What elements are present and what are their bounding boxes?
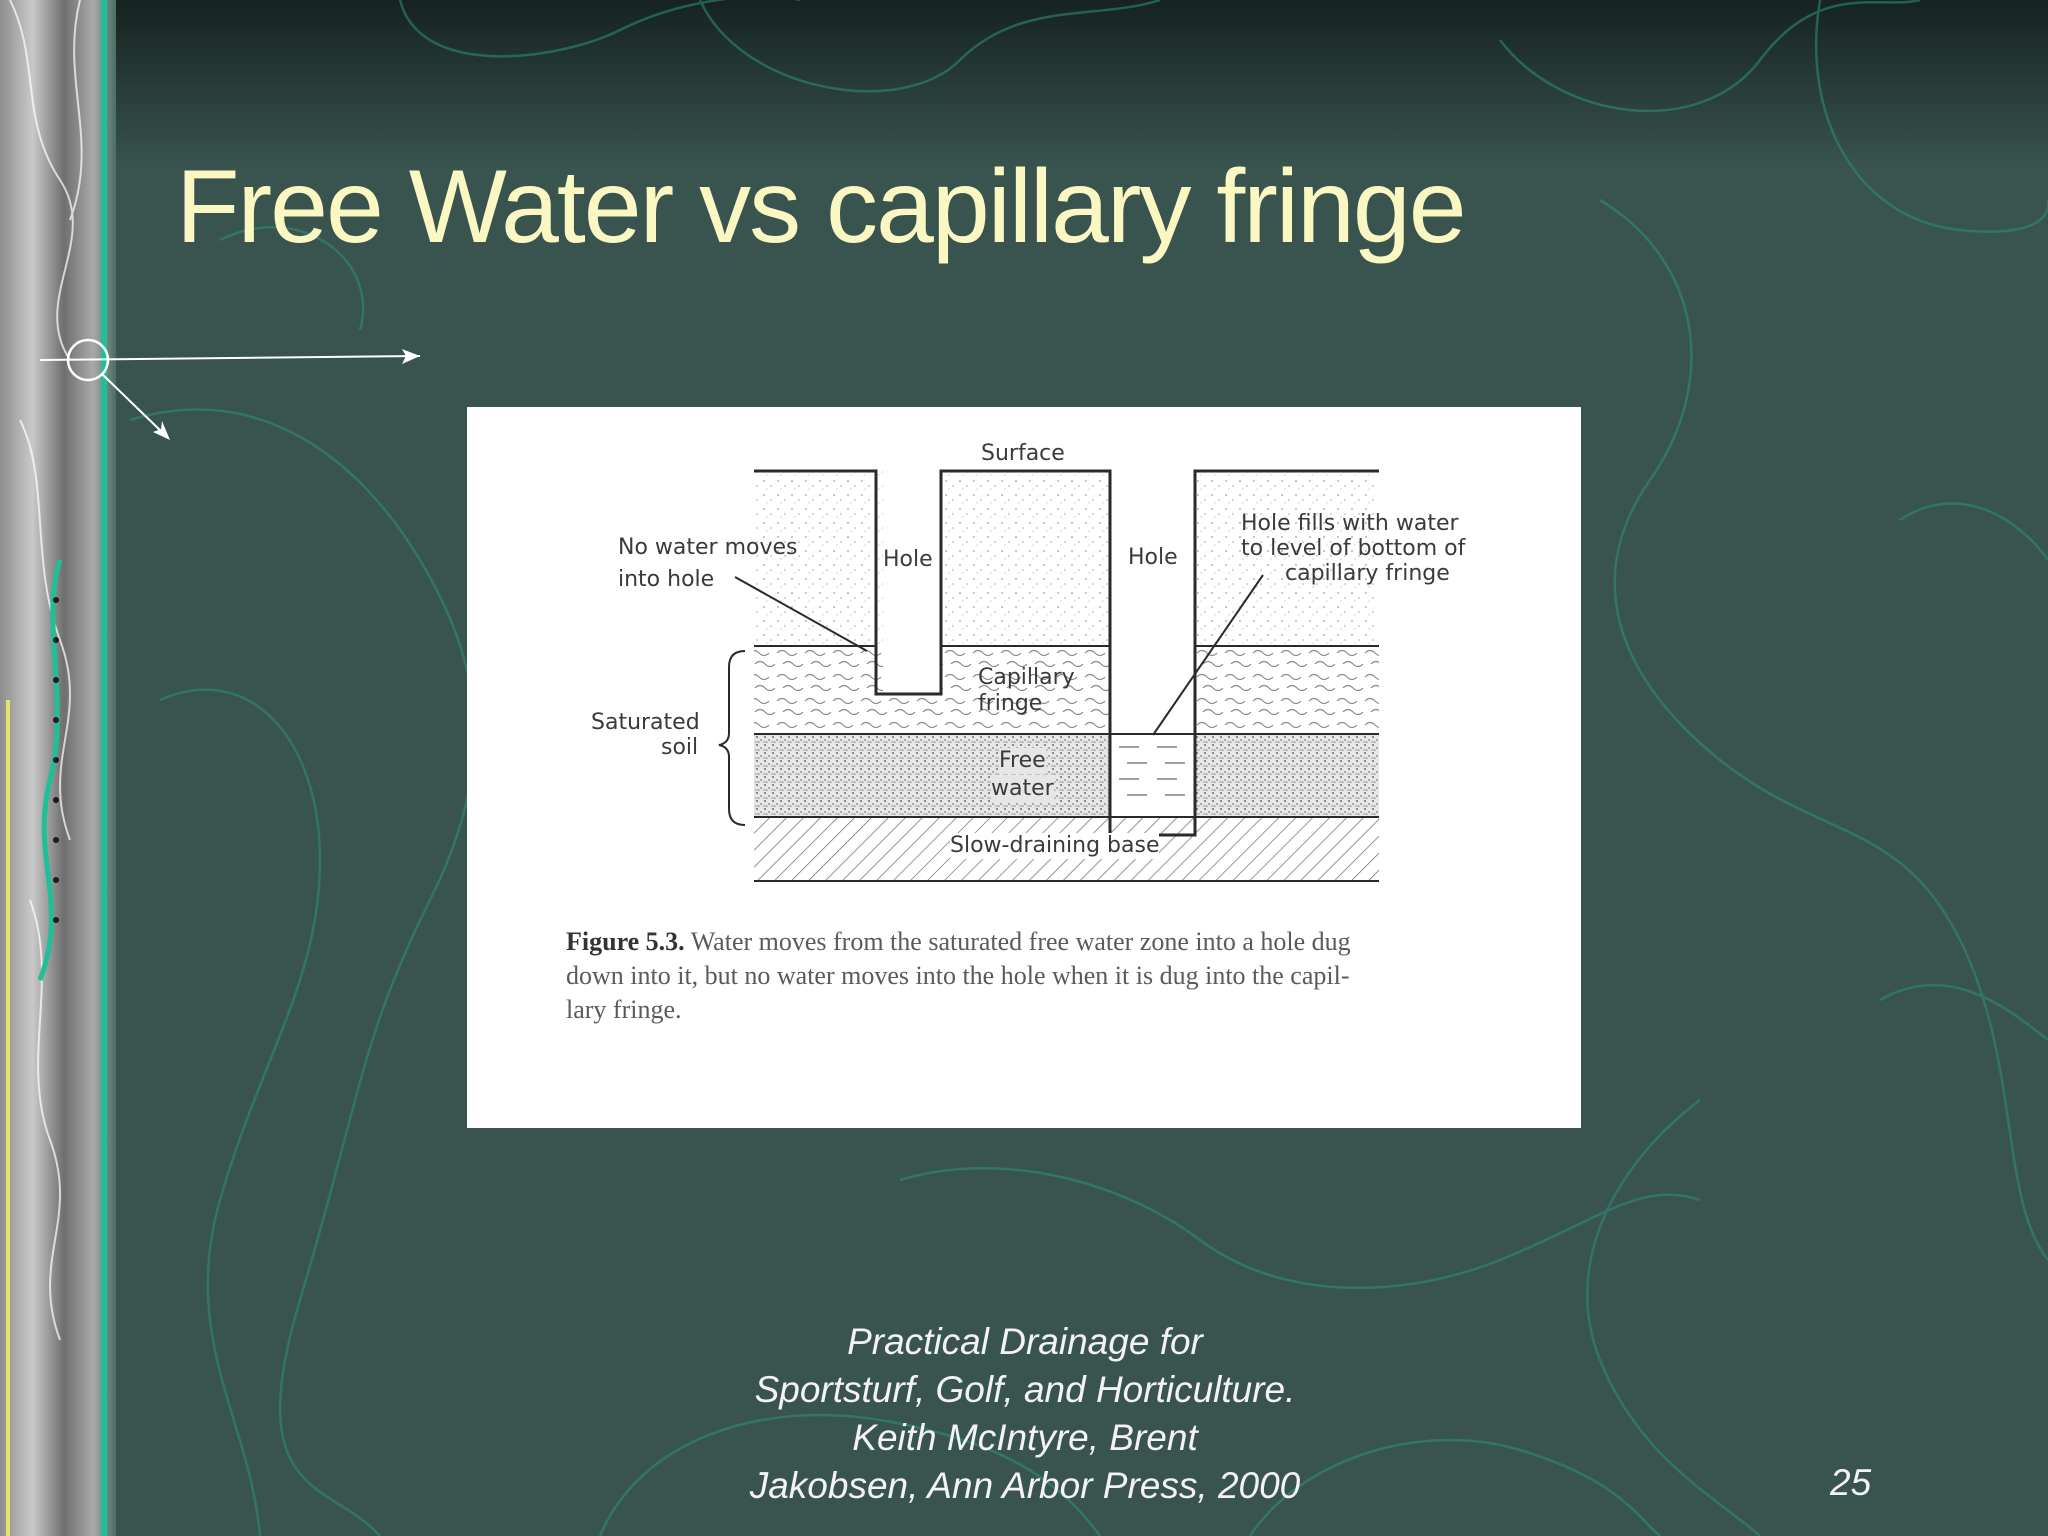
citation-line-3: Keith McIntyre, Brent xyxy=(852,1417,1198,1458)
citation-line-1: Practical Drainage for xyxy=(847,1321,1203,1362)
figure-caption: Figure 5.3. Water moves from the saturat… xyxy=(566,925,1496,1027)
label-surface: Surface xyxy=(981,441,1065,466)
label-hole-left: Hole xyxy=(883,547,933,572)
caption-line-2: down into it, but no water moves into th… xyxy=(566,961,1350,990)
slide-title: Free Water vs capillary fringe xyxy=(176,149,1467,265)
caption-figure-number: Figure 5.3. xyxy=(566,927,685,956)
citation-line-4: Jakobsen, Ann Arbor Press, 2000 xyxy=(749,1465,1301,1506)
caption-line-3: lary fringe. xyxy=(566,995,682,1024)
pointer-arrows-icon xyxy=(40,338,421,440)
label-hole-fills-2: to level of bottom of xyxy=(1241,536,1466,561)
source-citation: Practical Drainage for Sportsturf, Golf,… xyxy=(640,1318,1410,1510)
label-capillary-2: fringe xyxy=(978,691,1043,716)
label-hole-fills-1: Hole fills with water xyxy=(1241,511,1459,536)
slide-number: 25 xyxy=(1830,1462,1872,1503)
label-hole-fills-3: capillary fringe xyxy=(1285,561,1450,586)
label-saturated-1: Saturated xyxy=(591,710,700,735)
decorative-map-strip xyxy=(0,0,116,1536)
label-free-2: water xyxy=(991,776,1054,802)
label-base: Slow-draining base xyxy=(950,833,1160,859)
label-saturated-2: soil xyxy=(661,735,699,760)
caption-line-1: Water moves from the saturated free wate… xyxy=(690,927,1351,956)
citation-line-2: Sportsturf, Golf, and Horticulture. xyxy=(754,1369,1296,1410)
label-no-water-1: No water moves xyxy=(618,535,798,560)
label-free-1: Free xyxy=(999,748,1046,774)
label-hole-right: Hole xyxy=(1128,545,1178,570)
label-no-water-2: into hole xyxy=(618,567,715,592)
label-capillary-1: Capillary xyxy=(978,665,1075,690)
soil-profile-diagram xyxy=(718,469,1379,882)
figure-panel: Surface Hole Hole No water moves into ho… xyxy=(467,407,1581,1128)
